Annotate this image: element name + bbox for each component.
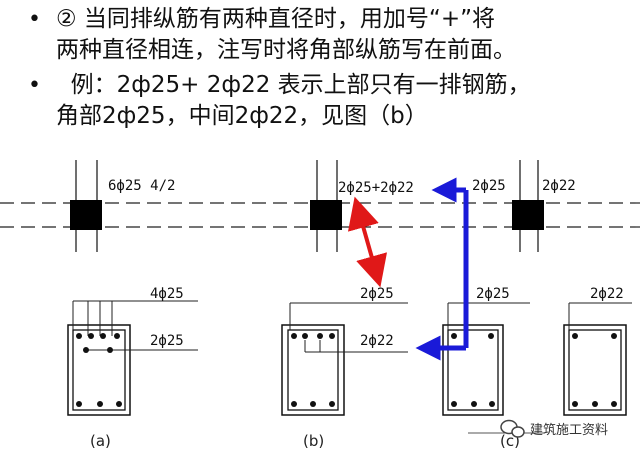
watermark: 建筑施工资料 [468,419,608,438]
section-a: 4ф25 2ф25 (a) [67,286,198,450]
section-c: 2ф25 (c) [442,286,530,450]
bullet-line: 两种直径相连，注写时将角部纵筋写在前面。 [56,37,516,63]
column-b [310,160,342,252]
section-b: 2ф25 2ф22 (b) [281,286,408,450]
section-d-label: 2ф22 [590,286,624,302]
column-a [70,160,102,252]
bullet-line: 角部2ф25，中间2ф22，见图（b） [56,103,428,129]
beam-label-a: 6ф25 4/2 [108,178,175,194]
section-b-mid-label: 2ф22 [360,333,394,349]
beam-label-b: 2ф25+2ф22 [338,180,414,196]
blue-bracket-arrow [415,177,469,361]
beam-label-c-left: 2ф25 [472,178,506,194]
bullet-item-2: • 例：2ф25+ 2ф22 表示上部只有一排钢筋， 角部2ф25，中间2ф22… [28,70,631,132]
bullet-line: 例：2ф25+ 2ф22 表示上部只有一排钢筋， [56,72,531,98]
red-double-arrow [347,196,388,288]
bullet-marker: • [28,73,41,98]
bullet-line: ② 当同排纵筋有两种直径时，用加号“+”将 [56,6,496,32]
section-c-mid-label: 2ф25 [476,286,510,302]
bullet-item-1: • ② 当同排纵筋有两种直径时，用加号“+”将 两种直径相连，注写时将角部纵筋写… [28,4,631,66]
section-a-mid-label: 2ф25 [150,333,184,349]
watermark-text: 建筑施工资料 [530,422,608,438]
wechat-icon [500,419,525,438]
caption-b: (b) [303,432,324,450]
bullet-marker: • [28,7,41,32]
section-d: 2ф22 [563,286,632,416]
section-b-top-label: 2ф25 [360,286,394,302]
caption-a: (a) [90,432,111,450]
beam-label-c-right: 2ф22 [542,178,576,194]
section-a-top-label: 4ф25 [150,286,184,302]
column-c [512,160,544,252]
